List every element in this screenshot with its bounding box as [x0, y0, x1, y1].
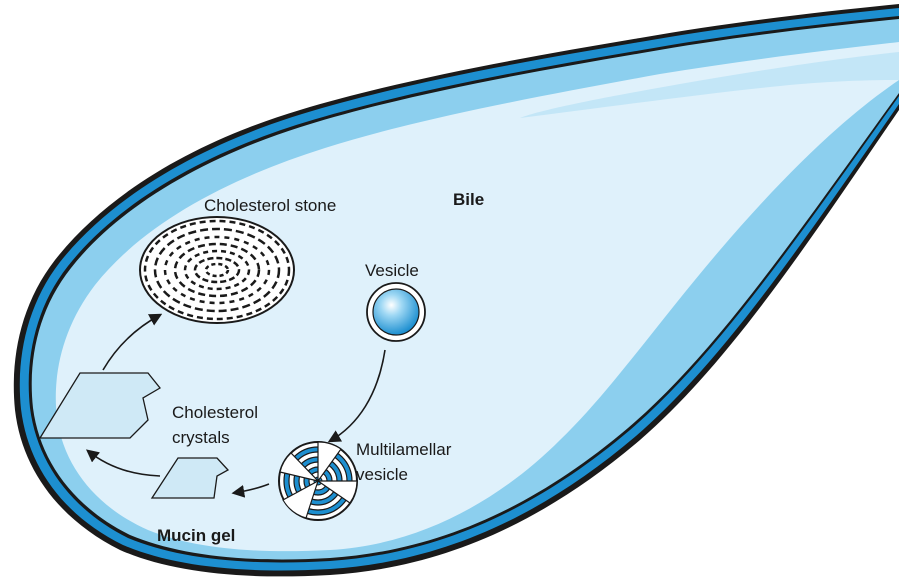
label-cholesterol-stone: Cholesterol stone [204, 196, 336, 215]
label-multilamellar-line1: Multilamellar [356, 440, 452, 459]
label-vesicle: Vesicle [365, 261, 419, 280]
cholesterol-stone-icon [140, 217, 294, 323]
vesicle-icon [367, 283, 425, 341]
label-mucin-gel: Mucin gel [157, 526, 235, 545]
label-multilamellar-line2: vesicle [356, 465, 408, 484]
label-bile: Bile [453, 190, 484, 209]
multilamellar-vesicle-icon [279, 442, 357, 520]
label-cholesterol-crystals-line2: crystals [172, 428, 230, 447]
label-cholesterol-crystals-line1: Cholesterol [172, 403, 258, 422]
